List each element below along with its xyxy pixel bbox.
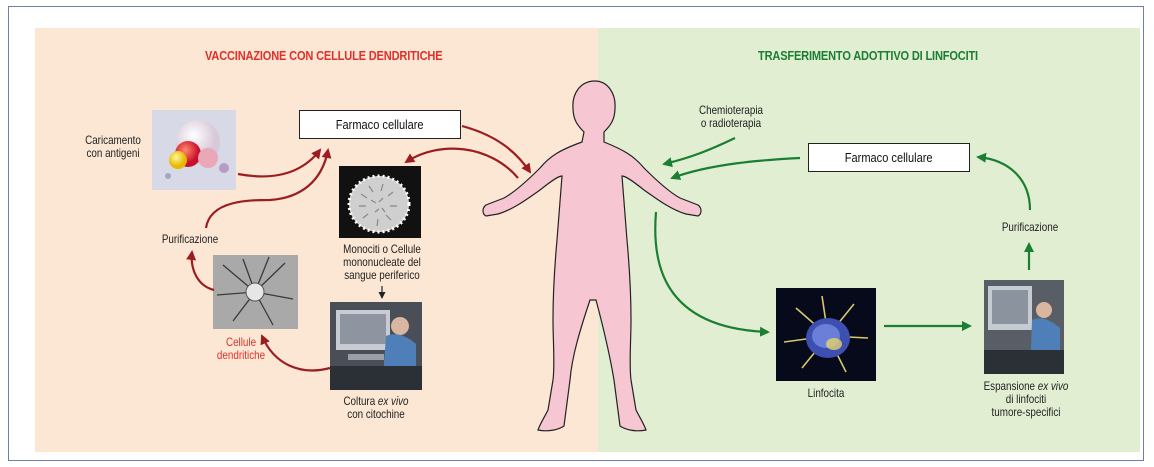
culture-label: Coltura ex vivo con citochine [330, 395, 422, 421]
arrow-body-to-lymphocyte [655, 212, 768, 332]
arrow-body-to-monocytes [406, 149, 518, 178]
arrow-drug-to-body-right [672, 158, 800, 178]
arrow-drug-to-body [462, 126, 530, 172]
purification-label-left: Purificazione [149, 233, 231, 246]
expansion-label: Espansione ex vivo di linfociti tumore-s… [975, 380, 1077, 419]
arrow-dendritic-to-purification [192, 252, 214, 290]
human-body-figure [483, 81, 701, 431]
chemo-label: Chemioterapia o radioterapia [686, 104, 776, 130]
cellular-drug-label-left: Farmaco cellulare [336, 117, 424, 132]
arrow-loading-to-drug [238, 150, 320, 176]
dendritic-cells-label: Cellule dendritiche [212, 336, 269, 362]
monocytes-label: Monociti o Cellule mononucleate del sang… [331, 243, 433, 282]
arrow-culture-to-dendritic [262, 336, 330, 370]
purification-label-right: Purificazione [989, 221, 1071, 234]
cellular-drug-box-left: Farmaco cellulare [299, 110, 461, 139]
arrow-purification-to-drug-right [978, 157, 1030, 210]
lymphocyte-label: Linfocita [793, 387, 859, 400]
cellular-drug-label-right: Farmaco cellulare [845, 150, 933, 165]
loading-label: Caricamento con antigeni [68, 134, 158, 160]
arrow-chemo-to-body [664, 138, 735, 164]
cellular-drug-box-right: Farmaco cellulare [808, 143, 970, 172]
